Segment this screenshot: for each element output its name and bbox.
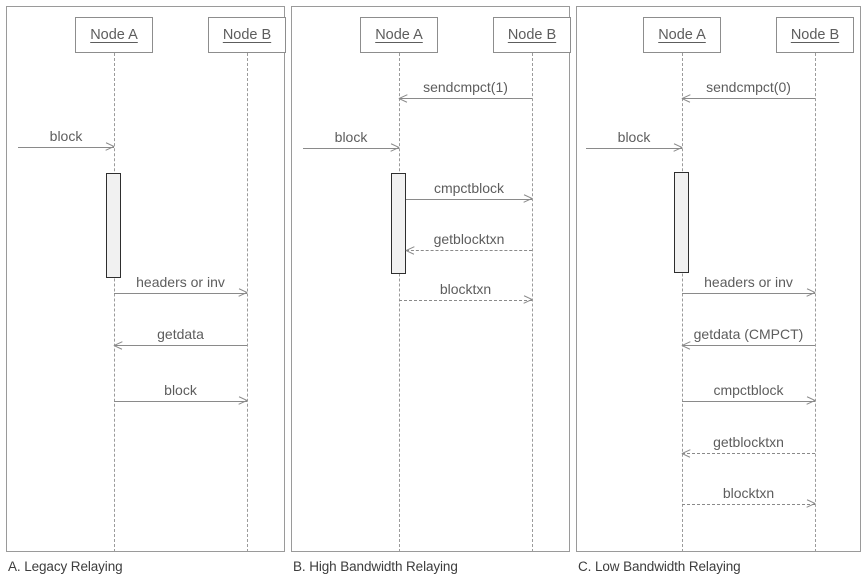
message-line [586,148,682,149]
lifeline-label-node-b: Node B [222,27,272,43]
lifeline-head-node-b: Node B [493,17,571,53]
message-line [682,504,815,505]
message-label: sendcmpct(0) [706,79,791,95]
message-label: getdata (CMPCT) [693,326,804,342]
message-label: blocktxn [722,485,775,501]
activation-bar-node-a [106,173,121,278]
message-line [114,401,247,402]
message-line [114,345,247,346]
message-label: block [164,382,197,398]
message-label: block [617,129,651,145]
caption-panel-c: C. Low Bandwidth Relaying [578,559,741,574]
lifeline-node-b [247,53,248,552]
lifeline-label-node-a: Node A [375,27,423,43]
message-line [114,293,247,294]
message-line [303,148,399,149]
lifeline-head-node-a: Node A [360,17,438,53]
message-label: cmpctblock [713,382,784,398]
lifeline-head-node-b: Node B [208,17,286,53]
message-label: block [49,128,83,144]
lifeline-node-a [682,53,683,552]
lifeline-node-a [114,53,115,552]
lifeline-label-node-b: Node B [790,27,840,43]
message-line [18,147,114,148]
lifeline-head-node-a: Node A [75,17,153,53]
message-label: headers or inv [704,274,793,290]
caption-panel-a: A. Legacy Relaying [8,559,123,574]
message-label: getblocktxn [713,434,784,450]
message-label: block [334,129,368,145]
lifeline-head-node-a: Node A [643,17,721,53]
lifeline-node-b [532,53,533,552]
panel-low-bandwidth-relaying: Node A Node B sendcmpct(0) block headers… [576,6,861,552]
caption-panel-b: B. High Bandwidth Relaying [293,559,458,574]
lifeline-head-node-b: Node B [776,17,854,53]
message-line [406,199,532,200]
message-line [406,250,532,251]
message-label: headers or inv [136,274,225,290]
message-label: getblocktxn [433,231,505,247]
lifeline-label-node-a: Node A [90,27,138,43]
message-label: sendcmpct(1) [423,79,508,95]
message-line [399,98,532,99]
message-line [682,293,815,294]
message-line [682,98,815,99]
lifeline-label-node-b: Node B [507,27,557,43]
activation-bar-node-a [391,173,406,274]
panel-high-bandwidth-relaying: Node A Node B sendcmpct(1) block cmpctbl… [291,6,571,552]
message-label: cmpctblock [433,180,505,196]
message-label: blocktxn [439,281,492,297]
lifeline-node-b [815,53,816,552]
lifeline-node-a [399,53,400,552]
panel-legacy-relaying: Node A Node B block headers or inv getda… [6,6,286,552]
message-line [682,453,815,454]
message-line [682,345,815,346]
message-line [682,401,815,402]
message-line [399,300,532,301]
activation-bar-node-a [674,172,689,273]
lifeline-label-node-a: Node A [658,27,706,43]
message-label: getdata [157,326,204,342]
